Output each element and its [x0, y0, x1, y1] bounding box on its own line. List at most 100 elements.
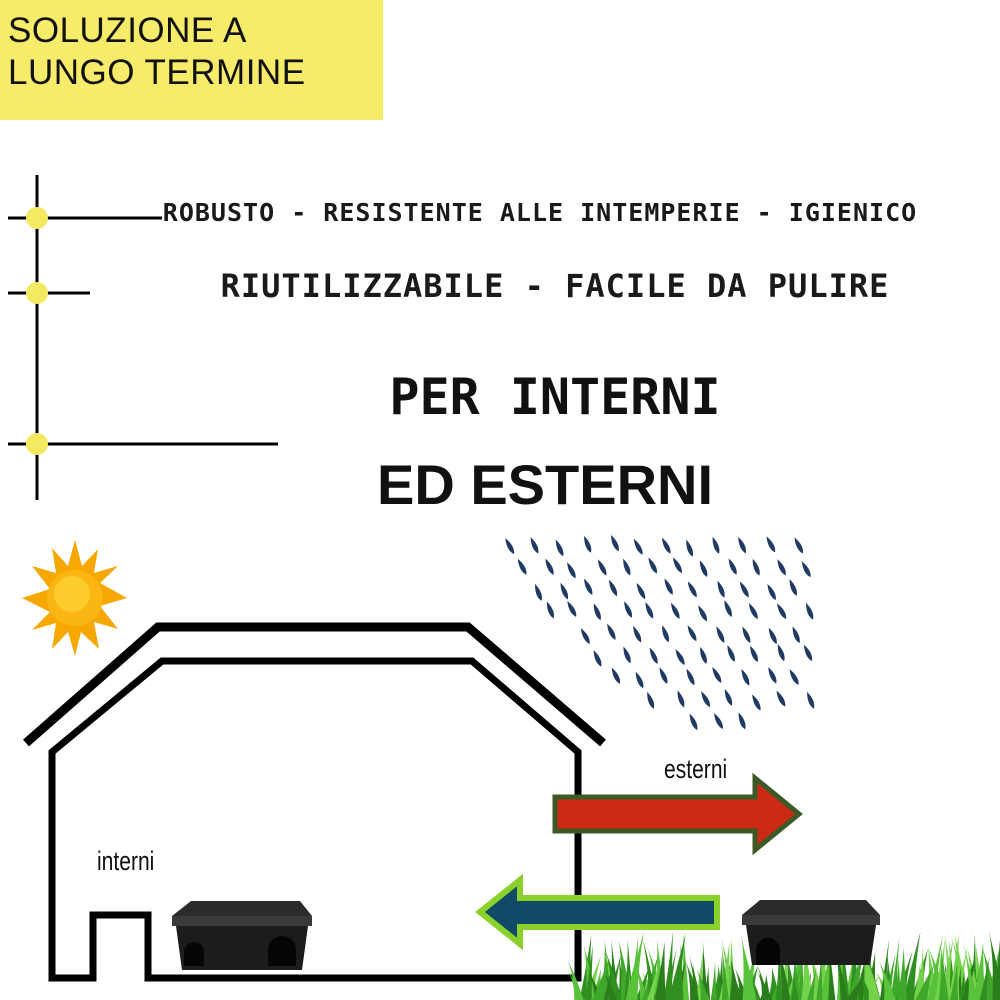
grass-blade [567, 959, 584, 1000]
rain-drop [700, 646, 707, 664]
rain-drop [593, 650, 602, 667]
headline-line-1: PER INTERNI [389, 368, 721, 426]
rain-drop [739, 581, 749, 598]
grass-blade [915, 964, 935, 1000]
rain-drop [806, 602, 814, 620]
grass-blade [890, 937, 900, 1000]
rain-drop [687, 625, 697, 642]
rain-drop [699, 560, 708, 578]
rain-drop [724, 600, 732, 617]
rain-drop [567, 600, 577, 617]
house-icon [23, 622, 606, 982]
label-esterni: esterni [664, 754, 728, 784]
grass-blade [897, 947, 907, 1000]
rain-drop [545, 558, 554, 575]
rain-drop [741, 669, 750, 686]
rain-drop [752, 558, 760, 576]
grass-icon [567, 930, 1000, 1000]
rain-drop [803, 644, 813, 662]
grass-blade [775, 947, 783, 1000]
features-line-1: ROBUSTO - RESISTENTE ALLE INTEMPERIE - I… [162, 198, 918, 227]
rain-drop [623, 558, 631, 576]
rain-drop [801, 561, 811, 578]
rain-drop [686, 539, 694, 557]
grass-blade [879, 939, 890, 1000]
rain-drop [672, 557, 682, 574]
rain-drop [649, 647, 658, 664]
rain-drop [714, 713, 723, 729]
rain-drop [535, 583, 542, 601]
rain-drop [664, 578, 673, 595]
rain-drop [738, 536, 747, 554]
rain-drop [517, 558, 527, 575]
rain-drop [597, 559, 607, 576]
rain-drop [686, 668, 695, 686]
rain-drop [701, 691, 711, 708]
grass-blade [879, 961, 896, 1000]
rain-drop [777, 644, 785, 662]
rain-drop [645, 602, 654, 619]
rain-drop [636, 583, 646, 600]
rain-drop [611, 667, 621, 684]
grass-blade [966, 959, 978, 1000]
rain-drop [633, 626, 642, 643]
grass-blade [696, 968, 709, 1000]
arrow-right-icon [552, 772, 803, 856]
rain-drop [661, 537, 671, 554]
bullet-dot [26, 207, 48, 229]
grass-blade [691, 964, 699, 1000]
arrow-left-icon [475, 873, 720, 951]
bullet-timeline [8, 175, 278, 500]
features-line-2: RIUTILIZZABILE - FACILE DA PULIRE [220, 267, 890, 305]
headline-line-2: ED ESTERNI [376, 453, 714, 516]
grass-blade [789, 953, 801, 1000]
rain-drop [776, 690, 786, 707]
rain-drop [768, 627, 777, 645]
rain-drop [560, 582, 569, 600]
rain-drop [607, 623, 616, 640]
rain-drop [716, 626, 725, 643]
sun-icon [22, 540, 127, 656]
bait-station-icon [742, 900, 880, 965]
rain-drop [727, 645, 735, 662]
rain-drop [752, 694, 761, 711]
grass-blade [958, 969, 966, 1000]
grass-blade [710, 961, 717, 1000]
grass-blade [988, 931, 1000, 1000]
grass-blade [902, 931, 921, 1000]
rain-drop [555, 539, 564, 557]
headline-badge: SOLUZIONE A LUNGO TERMINE [0, 0, 383, 120]
grass-blade [789, 963, 802, 1000]
grass-blade [972, 942, 985, 1000]
rain-drop [608, 579, 618, 597]
rain-drop [698, 605, 708, 622]
rain-drop [742, 626, 751, 643]
grass-blade [791, 971, 799, 1000]
grass-blade [603, 969, 617, 1000]
rain-drop [777, 559, 786, 576]
rain-drop [675, 649, 685, 665]
rain-drop [593, 603, 601, 621]
rain-drop [584, 535, 592, 553]
rain-drop [662, 625, 670, 643]
grass-blade [592, 958, 610, 1000]
rain-drop [794, 537, 804, 554]
rain-drop [648, 557, 658, 574]
rain-drop [689, 713, 698, 731]
rain-drop [789, 669, 799, 685]
grass-blade [605, 952, 622, 1000]
grass-blade [757, 966, 770, 1000]
grass-blade [729, 957, 741, 1000]
rain-drop [530, 537, 539, 554]
rain-drop [580, 628, 590, 644]
rain-drop [792, 626, 800, 644]
rain-drop [768, 667, 777, 684]
grass-blade [663, 930, 674, 1000]
label-interni: interni [97, 846, 155, 876]
rain-drop [670, 602, 680, 619]
rain-drop [677, 690, 685, 708]
grass-blade [785, 969, 797, 1000]
rain-drop [687, 581, 697, 598]
rain-drop [623, 646, 631, 664]
